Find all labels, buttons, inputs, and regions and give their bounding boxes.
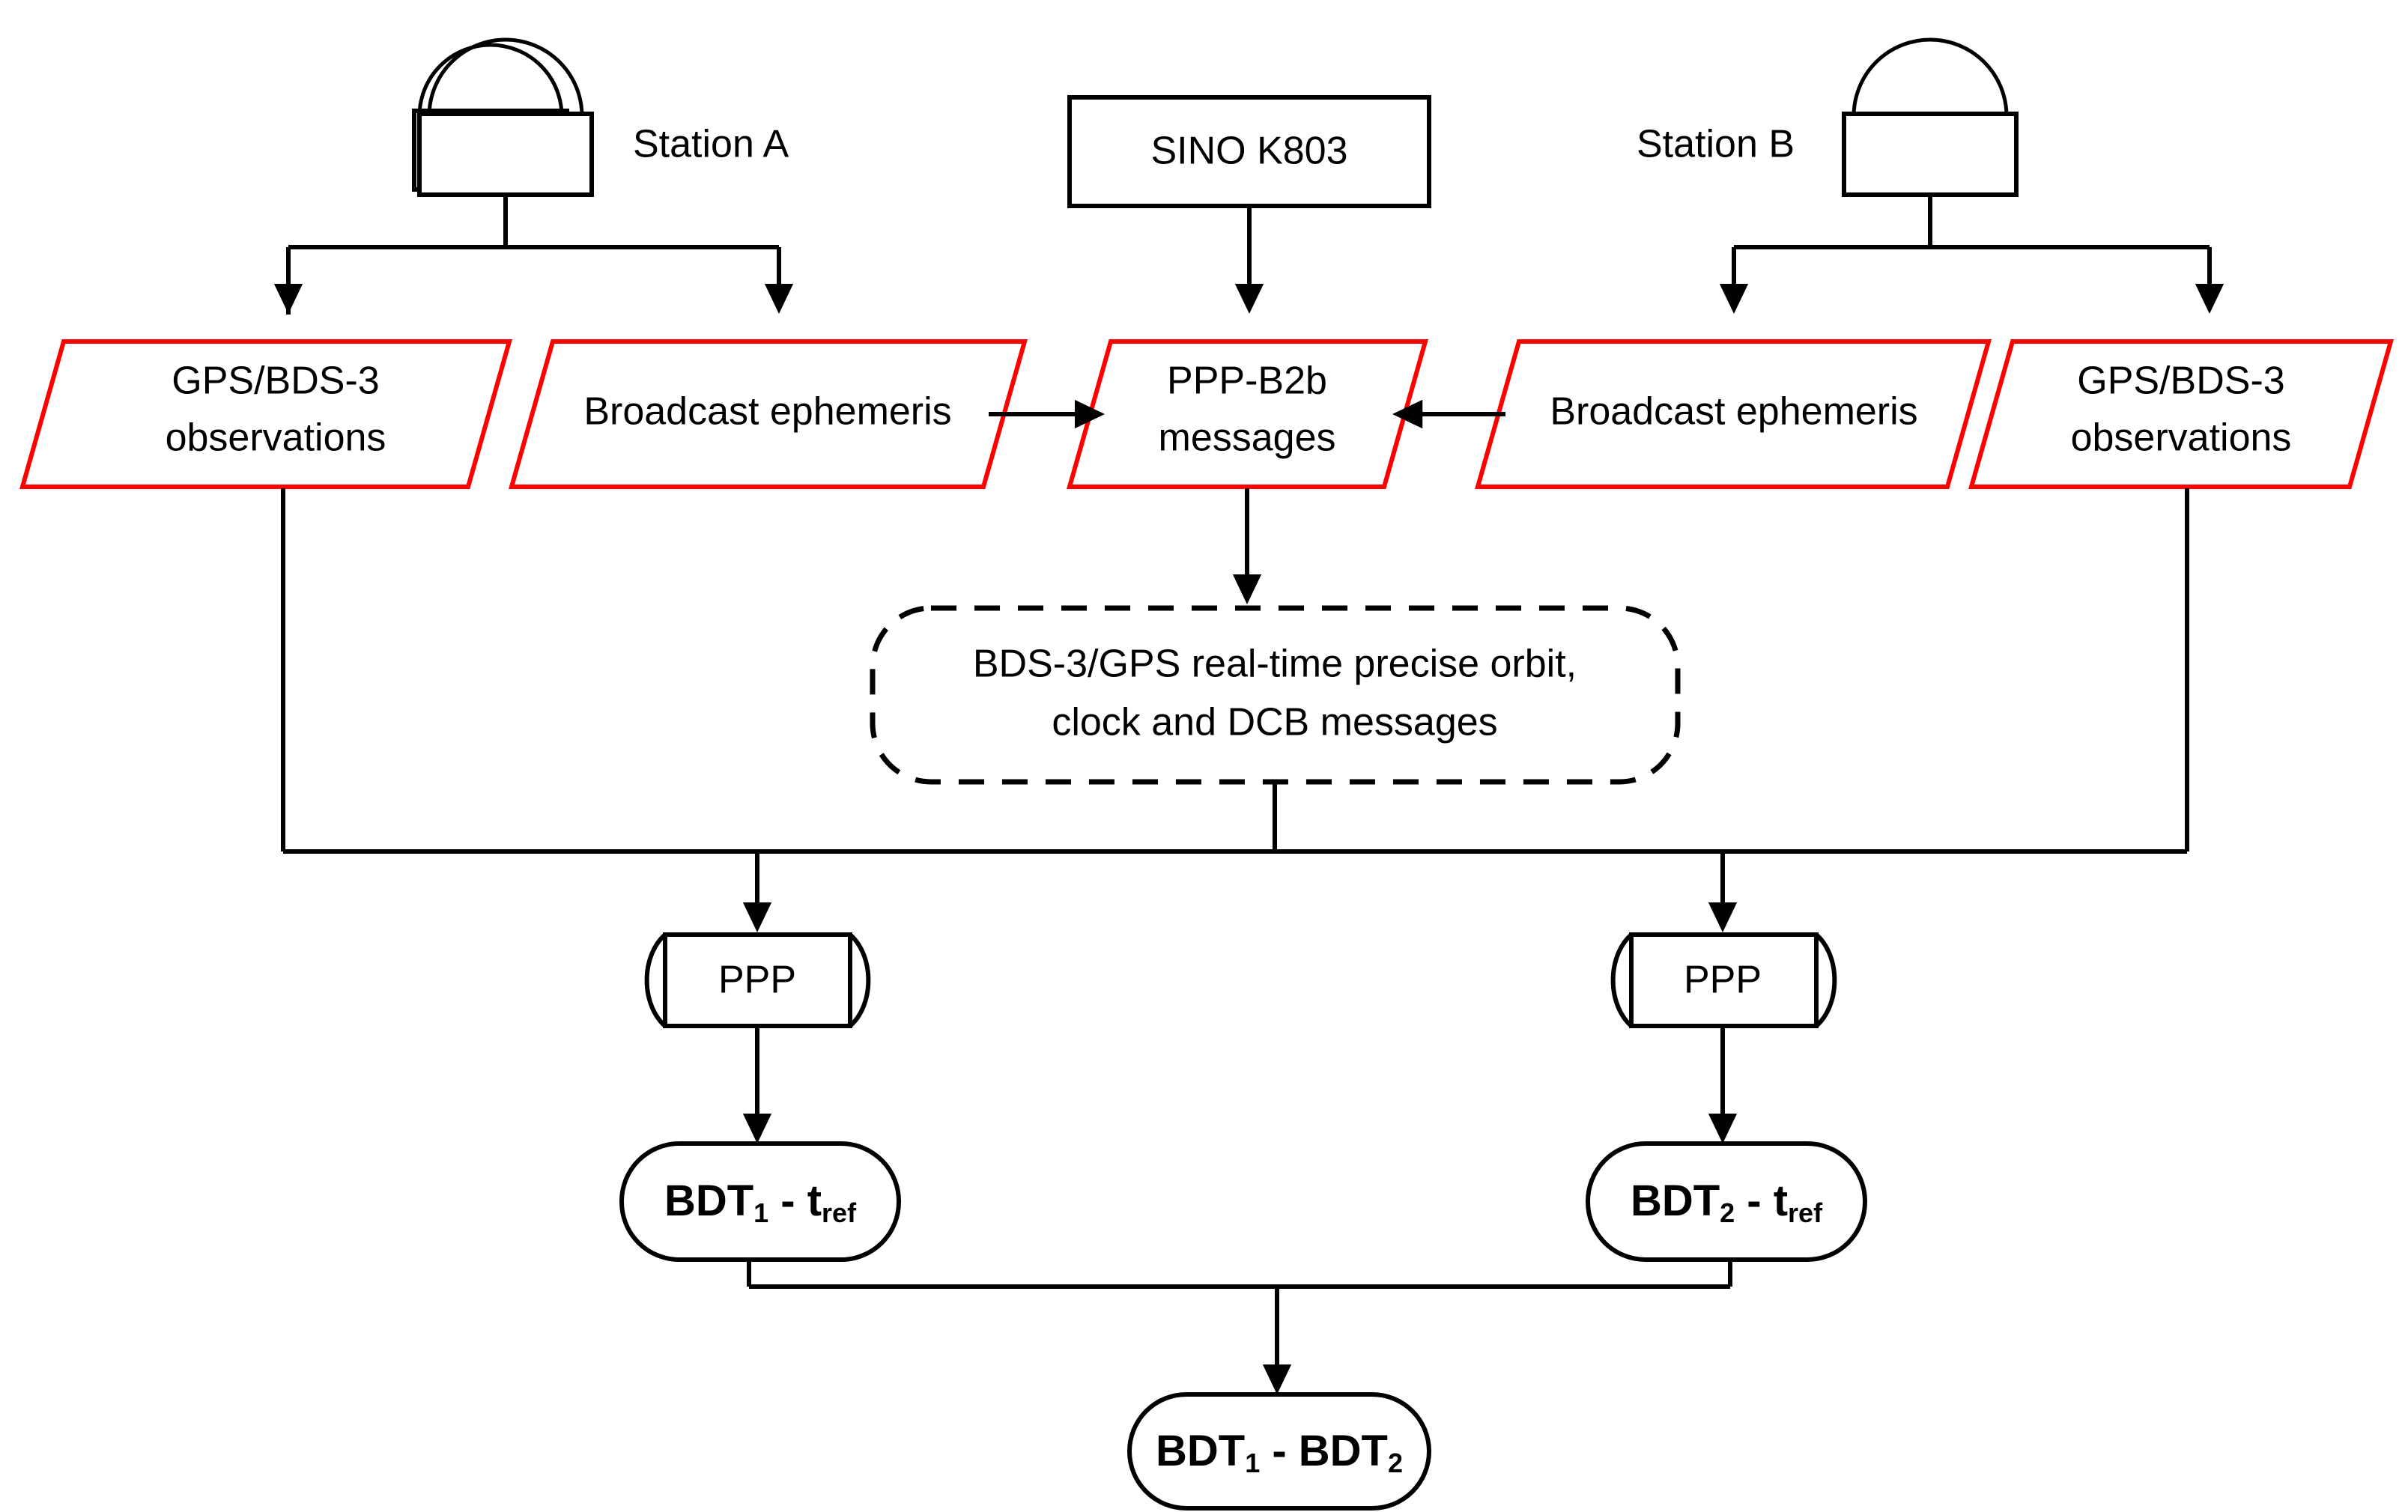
- bdt2-base: BDT: [1631, 1176, 1720, 1225]
- data-node-obs-b[interactable]: [1968, 339, 2394, 489]
- difference-expression: BDT1 - BDT2: [1156, 1427, 1403, 1478]
- process-ppp-b[interactable]: PPP: [1610, 932, 1837, 1028]
- receiver-label: SINO K803: [1150, 130, 1347, 173]
- station-a-antenna-shape: [417, 37, 594, 197]
- data-node-eph-a[interactable]: [509, 339, 1028, 489]
- antenna-dome-a-icon: [427, 37, 584, 117]
- data-node-eph-b[interactable]: [1475, 339, 1992, 489]
- bdt2-expression: BDT2 - tref: [1631, 1176, 1823, 1227]
- antenna-dome-icon: [417, 43, 564, 187]
- bdt1-base: BDT: [664, 1176, 753, 1225]
- ppp-b2b-line1: PPP-B2b: [1167, 359, 1327, 403]
- antenna-box-b-icon: [1842, 112, 2019, 197]
- ppp-a-inner-rect: [663, 932, 852, 1028]
- station-b-antenna-shape: [1842, 37, 2019, 197]
- bdt1-sub: 1: [753, 1197, 768, 1228]
- ppp-a-label: PPP: [718, 959, 796, 1002]
- station-b-split-connector: [1734, 196, 2210, 249]
- merge-connector: [747, 1261, 1732, 1289]
- ppp-b2b-line2: messages: [1159, 416, 1336, 460]
- antenna-box-a-icon: [417, 112, 594, 197]
- ppp-b-label: PPP: [1684, 959, 1762, 1002]
- result-bdt1[interactable]: [619, 1141, 901, 1262]
- corrections-line2: clock and DCB messages: [1052, 701, 1497, 744]
- data-node-ppp-b2b[interactable]: [1067, 339, 1428, 489]
- corrections-line1: BDS-3/GPS real-time precise orbit,: [973, 643, 1577, 686]
- bdt1-operand-sub: ref: [822, 1197, 857, 1228]
- diff-sub2: 2: [1388, 1448, 1403, 1478]
- bdt2-operator: - t: [1735, 1176, 1788, 1225]
- bdt2-operand-sub: ref: [1788, 1197, 1823, 1228]
- diff-base1: BDT: [1156, 1427, 1245, 1475]
- ppp-b-inner-rect: [1629, 932, 1819, 1028]
- eph-a-line1: Broadcast ephemeris: [583, 390, 951, 434]
- station-b-label: Station B: [1637, 123, 1795, 166]
- data-node-obs-a[interactable]: [19, 339, 512, 489]
- bdt2-sub: 2: [1720, 1197, 1735, 1228]
- obs-a-line1: GPS/BDS-3: [172, 359, 379, 403]
- bdt1-expression: BDT1 - tref: [664, 1176, 857, 1227]
- diff-sub1: 1: [1245, 1448, 1260, 1478]
- eph-b-line1: Broadcast ephemeris: [1550, 390, 1917, 434]
- receiver-box[interactable]: [1067, 95, 1431, 208]
- obs-b-line1: GPS/BDS-3: [2077, 359, 2284, 403]
- result-difference[interactable]: [1127, 1392, 1431, 1511]
- station-a-split-connector: [286, 196, 779, 315]
- diff-operator: - BDT: [1260, 1427, 1388, 1475]
- obs-a-line2: observations: [166, 416, 386, 460]
- process-ppp-a[interactable]: PPP: [644, 932, 871, 1028]
- result-bdt2[interactable]: [1586, 1141, 1867, 1262]
- obs-b-line2: observations: [2071, 416, 2292, 460]
- corrections-node[interactable]: [870, 605, 1681, 785]
- station-a-label: Station A: [633, 123, 789, 166]
- antenna-dome-b-icon: [1852, 37, 2009, 117]
- bdt1-operator: - t: [768, 1176, 822, 1225]
